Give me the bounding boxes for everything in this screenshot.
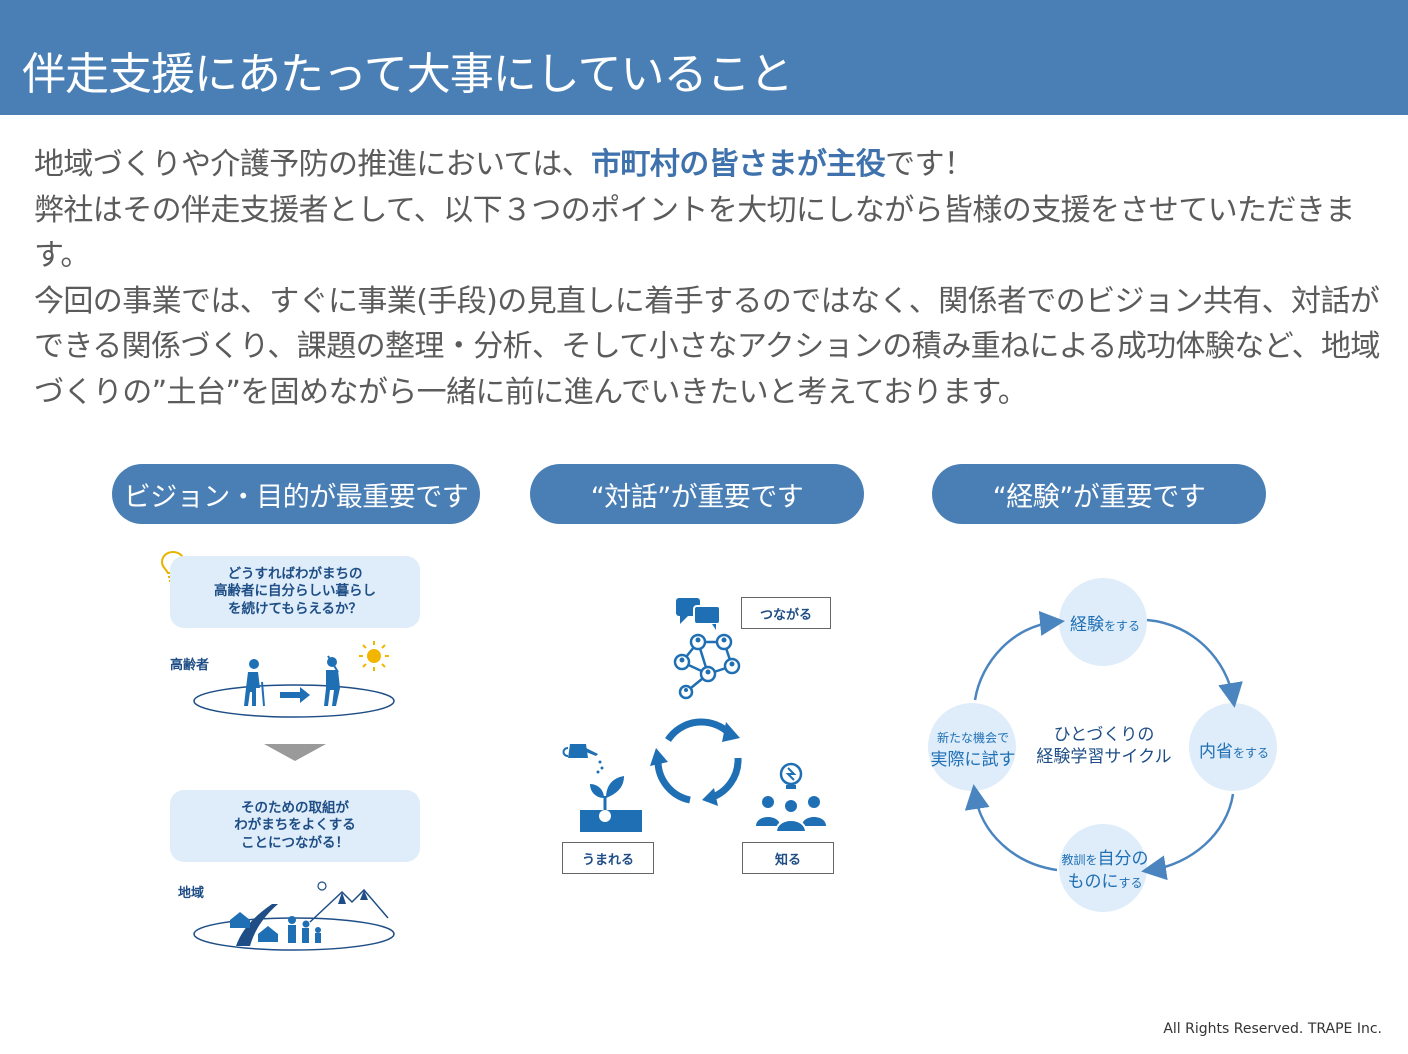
elderly-scene-illustration	[193, 641, 395, 718]
intro-line-3: 今回の事業では、すぐに事業(手段)の見直しに着手するのではなく、関係者でのビジョ…	[34, 283, 1380, 410]
know-label: 知る	[742, 842, 834, 874]
intro-line-1: 地域づくりや介護予防の推進においては、市町村の皆さまが主役です！	[34, 147, 974, 182]
watering-plant-icon	[562, 744, 642, 832]
node-learn: 教訓を自分の ものにする	[1061, 849, 1149, 892]
pillar-dialogue: “対話”が重要です	[530, 464, 864, 524]
intro-text: 地域づくりや介護予防の推進においては、市町村の皆さまが主役です！ 弊社はその伴走…	[34, 142, 1384, 415]
experience-cycle-diagram	[928, 578, 1277, 912]
cycle-center-title: ひとづくりの 経験学習サイクル	[1036, 725, 1172, 767]
elderly-label: 高齢者	[170, 658, 210, 673]
network-chat-icon	[673, 598, 741, 700]
intro-line-2: 弊社はその伴走支援者として、以下３つのポイントを大切にしながら皆様の支援をさせて…	[34, 192, 1355, 274]
cycle-arrows-icon	[650, 718, 742, 806]
copyright-footer: All Rights Reserved. TRAPE Inc.	[1163, 1021, 1382, 1037]
node-experience: 経験をする	[1069, 615, 1140, 635]
page-title: 伴走支援にあたって大事にしていること	[22, 49, 793, 100]
region-label: 地域	[178, 886, 205, 901]
region-scene-illustration	[193, 881, 395, 951]
intro-emphasis: 市町村の皆さまが主役	[591, 147, 886, 182]
group-idea-icon	[756, 762, 826, 833]
down-arrow-icon	[264, 744, 326, 761]
connect-label: つながる	[741, 597, 831, 629]
born-label: うまれる	[562, 842, 654, 874]
question-bubble: どうすればわがまちの 高齢者に自分らしい暮らし を続けてもらえるか？	[170, 556, 420, 628]
node-try: 新たな機会で 実際に試す	[930, 731, 1016, 770]
effect-bubble: そのための取組が わがまちをよくする ことにつながる！	[170, 790, 420, 862]
pillar-experience: “経験”が重要です	[932, 464, 1266, 524]
header-bar: 伴走支援にあたって大事にしていること	[0, 0, 1408, 115]
node-reflect: 内省をする	[1198, 742, 1269, 762]
pillar-vision: ビジョン・目的が最重要です	[112, 464, 480, 524]
